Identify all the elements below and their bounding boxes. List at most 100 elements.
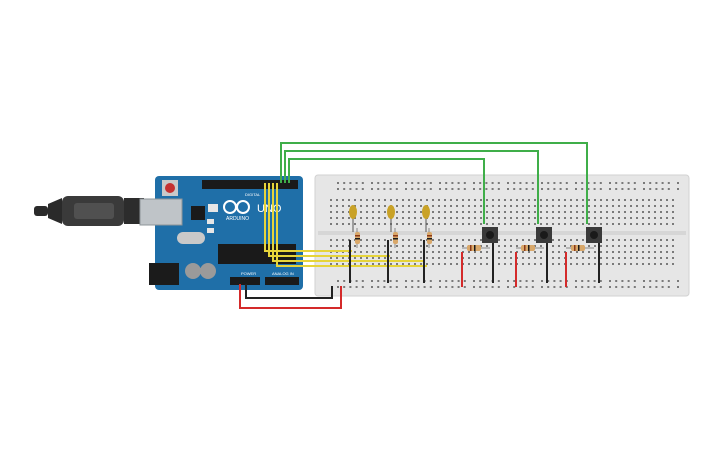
breadboard-hole [516,245,518,247]
breadboard-hole [417,182,420,184]
breadboard-hole [541,280,543,282]
yellow-wire-4 [276,183,427,267]
breadboard[interactable] [314,174,690,297]
breadboard-hole [414,245,416,247]
breadboard-hole [519,280,522,282]
breadboard-hole [384,217,386,219]
breadboard-hole [389,286,392,288]
supply-wires[interactable] [239,284,342,309]
button-red-wires[interactable] [461,252,567,287]
breadboard-hole [519,286,522,288]
breadboard-hole [528,223,530,225]
breadboard-hole [534,251,536,253]
breadboard-hole [636,257,638,259]
breadboard-hole [371,182,373,184]
breadboard-hole [390,257,392,259]
breadboard-hole [342,199,344,201]
breadboard-hole [360,205,362,207]
breadboard-hole [540,251,542,253]
breadboard-hole [450,245,452,247]
breadboard-hole [389,182,392,184]
usb-cable[interactable] [34,196,144,226]
leds[interactable] [349,205,430,232]
breadboard-hole [666,217,668,219]
breadboard-hole [366,223,368,225]
breadboard-hole [618,211,620,213]
breadboard-hole [513,280,516,282]
breadboard-hole [612,239,614,241]
breadboard-hole [618,263,620,265]
breadboard-hole [372,223,374,225]
breadboard-hole [667,188,670,190]
breadboard-hole [456,205,458,207]
pushbuttons[interactable] [482,227,602,243]
green-wires[interactable] [280,142,588,224]
breadboard-hole [396,245,398,247]
breadboard-hole [558,223,560,225]
breadboard-hole [672,205,674,207]
breadboard-hole [649,182,652,184]
breadboard-hole [553,188,556,190]
breadboard-hole [361,182,364,184]
breadboard-hole [630,211,632,213]
breadboard-hole [342,239,344,241]
breadboard-hole [606,199,608,201]
breadboard-hole [439,286,441,288]
breadboard-hole [337,182,339,184]
green-wire-3 [288,158,485,224]
breadboard-hole [485,286,488,288]
breadboard-hole [438,257,440,259]
button-resistors[interactable] [462,245,594,251]
arduino-uno-board[interactable]: ARDUINO UNO DIGITAL POWER ANALOG IN [139,176,303,290]
breadboard-hole [648,199,650,201]
breadboard-hole [552,205,554,207]
breadboard-hole [546,205,548,207]
breadboard-hole [643,286,645,288]
breadboard-hole [336,199,338,201]
breadboard-hole [516,223,518,225]
breadboard-hole [667,280,670,282]
breadboard-hole [378,251,380,253]
breadboard-hole [648,257,650,259]
breadboard-hole [336,245,338,247]
breadboard-hole [360,239,362,241]
breadboard-hole [498,245,500,247]
breadboard-holes [330,182,679,288]
breadboard-hole [606,263,608,265]
breadboard-hole [633,188,636,190]
breadboard-hole [576,199,578,201]
breadboard-hole [444,251,446,253]
breadboard-hole [492,217,494,219]
breadboard-hole [405,182,407,184]
capacitor-left [185,263,201,279]
breadboard-hole [615,182,618,184]
breadboard-hole [636,263,638,265]
breadboard-hole [438,199,440,201]
led-ground-wires[interactable] [349,240,425,283]
breadboard-hole [486,245,488,247]
breadboard-hole [480,251,482,253]
breadboard-hole [378,239,380,241]
breadboard-hole [383,182,386,184]
breadboard-hole [661,280,664,282]
breadboard-hole [600,263,602,265]
breadboard-hole [630,263,632,265]
breadboard-hole [588,211,590,213]
breadboard-hole [402,263,404,265]
breadboard-hole [408,239,410,241]
led-resistors[interactable] [355,228,432,248]
breadboard-hole [618,257,620,259]
breadboard-hole [547,280,550,282]
breadboard-hole [547,188,550,190]
button-black-wires[interactable] [492,243,600,283]
breadboard-hole [354,245,356,247]
breadboard-hole [342,217,344,219]
breadboard-hole [414,205,416,207]
breadboard-hole [564,245,566,247]
breadboard-hole [522,223,524,225]
breadboard-hole [343,182,346,184]
breadboard-hole [660,217,662,219]
breadboard-hole [372,211,374,213]
breadboard-hole [553,286,556,288]
breadboard-hole [361,280,364,282]
